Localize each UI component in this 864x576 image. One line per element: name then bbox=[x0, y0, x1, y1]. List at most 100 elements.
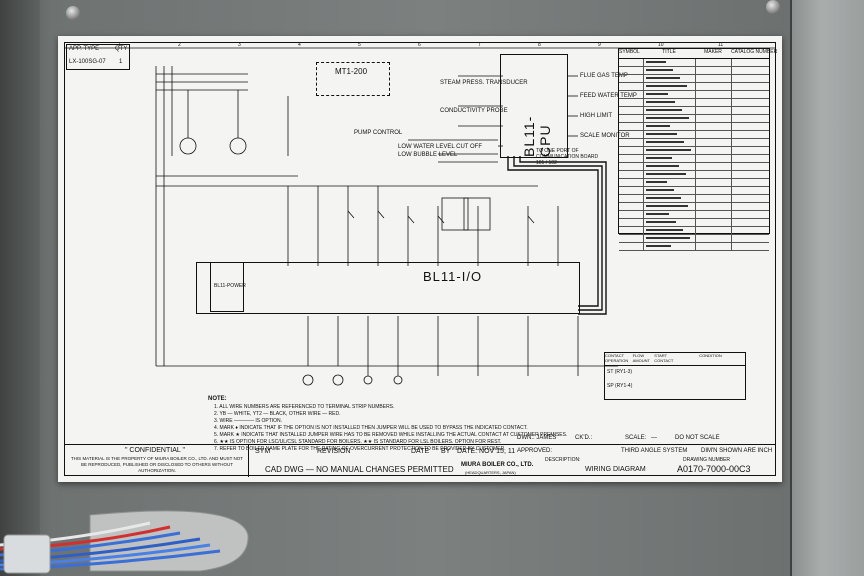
scale-value: — bbox=[651, 435, 657, 441]
legend-cell-divider bbox=[695, 195, 696, 202]
legend-row-text bbox=[646, 197, 681, 199]
svg-text:2: 2 bbox=[178, 42, 181, 48]
legend-row bbox=[619, 107, 769, 115]
legend-cell-divider bbox=[731, 171, 732, 178]
legend-row-text bbox=[646, 109, 682, 111]
legend-cell-divider bbox=[695, 203, 696, 210]
legend-cell-divider bbox=[695, 67, 696, 74]
legend-row bbox=[619, 99, 769, 107]
legend-cell-divider bbox=[731, 83, 732, 90]
checked-by: CK'D.: bbox=[575, 435, 593, 441]
screw-icon bbox=[766, 0, 780, 14]
cad-notice: CAD DWG — NO MANUAL CHANGES PERMITTED bbox=[265, 465, 454, 474]
legend-cell-divider bbox=[643, 203, 644, 210]
legend-row-text bbox=[646, 133, 677, 135]
legend-row bbox=[619, 163, 769, 171]
legend-row bbox=[619, 243, 769, 251]
legend-cell-divider bbox=[643, 83, 644, 90]
legend-row-text bbox=[646, 117, 689, 119]
legend-cell-divider bbox=[695, 171, 696, 178]
legend-row-text bbox=[646, 85, 687, 87]
description-value: WIRING DIAGRAM bbox=[585, 466, 646, 473]
confidential-heading: " CONFIDENTIAL " bbox=[125, 447, 185, 454]
display-module-label: MT1-200 bbox=[335, 67, 368, 76]
legend-cell-divider bbox=[695, 99, 696, 106]
legend-row-text bbox=[646, 149, 691, 151]
note-item: 4. MARK ♦ INDICATE THAT IF THE OPTION IS… bbox=[214, 425, 528, 431]
cabinet-left-edge bbox=[0, 0, 40, 576]
svg-text:11: 11 bbox=[718, 42, 723, 48]
legend-cell-divider bbox=[643, 59, 644, 66]
legend-row bbox=[619, 91, 769, 99]
steam-press-label: STEAM PRESS. TRANSDUCER bbox=[440, 80, 528, 86]
note-item: 2. YB — WHITE, YT2 — BLACK, OTHER WIRE —… bbox=[214, 411, 341, 417]
wire-bundle bbox=[0, 510, 249, 574]
legend-row bbox=[619, 155, 769, 163]
legend-cell-divider bbox=[731, 115, 732, 122]
legend-cell-divider bbox=[695, 219, 696, 226]
legend-cell-divider bbox=[731, 195, 732, 202]
company-name: MIURA BOILER CO., LTD. bbox=[461, 462, 534, 468]
legend-cell-divider bbox=[731, 147, 732, 154]
legend-row-text bbox=[646, 125, 670, 127]
legend-cell-divider bbox=[643, 155, 644, 162]
svg-text:3: 3 bbox=[238, 42, 241, 48]
contact-header-flow: FLOW AMOUNT bbox=[632, 353, 650, 363]
legend-row-text bbox=[646, 165, 679, 167]
svg-text:7: 7 bbox=[478, 42, 481, 48]
legend-cell-divider bbox=[731, 179, 732, 186]
legend-cell-divider bbox=[695, 163, 696, 170]
legend-cell-divider bbox=[643, 123, 644, 130]
legend-cell-divider bbox=[731, 67, 732, 74]
legend-row-text bbox=[646, 173, 686, 175]
confidential-text: THIS MATERIAL IS THE PROPERTY OF MIURA B… bbox=[70, 456, 244, 473]
legend-row bbox=[619, 171, 769, 179]
legend-row bbox=[619, 227, 769, 235]
flue-gas-label: FLUE GAS TEMP bbox=[580, 73, 628, 79]
legend-row-text bbox=[646, 189, 674, 191]
legend-cell-divider bbox=[731, 107, 732, 114]
legend-row bbox=[619, 59, 769, 67]
sym-label: SYM bbox=[255, 448, 271, 455]
legend-cell-divider bbox=[643, 243, 644, 250]
app-type-qty: 1 bbox=[119, 59, 123, 65]
svg-text:6: 6 bbox=[418, 42, 421, 48]
cpu-board: BL11-CPU bbox=[500, 54, 568, 158]
legend-cell-divider bbox=[695, 91, 696, 98]
legend-cell-divider bbox=[643, 139, 644, 146]
title-block: " CONFIDENTIAL " THIS MATERIAL IS THE PR… bbox=[64, 435, 776, 477]
high-limit-label: HIGH LIMIT bbox=[580, 113, 613, 119]
pump-control-label: PUMP CONTROL bbox=[354, 130, 403, 136]
legend-table: SYMBOL TITLE MAKER CATALOG NUMBER bbox=[618, 48, 777, 251]
third-angle: THIRD ANGLE SYSTEM bbox=[621, 448, 688, 454]
confidential-cell: " CONFIDENTIAL " THIS MATERIAL IS THE PR… bbox=[65, 445, 249, 477]
legend-cell-divider bbox=[643, 99, 644, 106]
legend-cell-divider bbox=[695, 115, 696, 122]
legend-row-text bbox=[646, 229, 683, 231]
legend-cell-divider bbox=[643, 195, 644, 202]
display-module: MT1-200 bbox=[316, 62, 390, 96]
legend-cell-divider bbox=[731, 59, 732, 66]
contact-header-operation: CONTACT OPERATION bbox=[605, 353, 629, 363]
legend-cell-divider bbox=[695, 75, 696, 82]
low-bubble-label: LOW BUBBLE LEVEL bbox=[398, 152, 458, 158]
legend-cell-divider bbox=[731, 203, 732, 210]
legend-header-title: TITLE bbox=[662, 49, 676, 55]
drawing-number: A0170-7000-00C3 bbox=[677, 464, 751, 474]
note-item: 3. WIRE ———— IS OPTION. bbox=[214, 418, 283, 424]
drawn-by: DWN.: JAMES bbox=[517, 435, 557, 441]
svg-text:5: 5 bbox=[358, 42, 361, 48]
legend-cell-divider bbox=[643, 227, 644, 234]
power-label: BL11-POWER bbox=[214, 283, 246, 289]
legend-cell-divider bbox=[731, 131, 732, 138]
do-not-scale: DO NOT SCALE bbox=[675, 435, 720, 441]
contact-header-condition: CONDITION bbox=[699, 353, 722, 358]
note-item: 5. MARK ★ INDICATE THAT INSTALLED JUMPER… bbox=[214, 432, 568, 438]
app-type-model: LX-100SG-07 bbox=[69, 59, 106, 65]
drawing-number-label: DRAWING NUMBER bbox=[683, 457, 731, 463]
legend-row-text bbox=[646, 181, 667, 183]
dimension-units: DIM'N SHOWN ARE INCH bbox=[701, 448, 773, 454]
legend-row bbox=[619, 187, 769, 195]
legend-cell-divider bbox=[695, 123, 696, 130]
legend-header-symbol: SYMBOL bbox=[619, 49, 640, 55]
